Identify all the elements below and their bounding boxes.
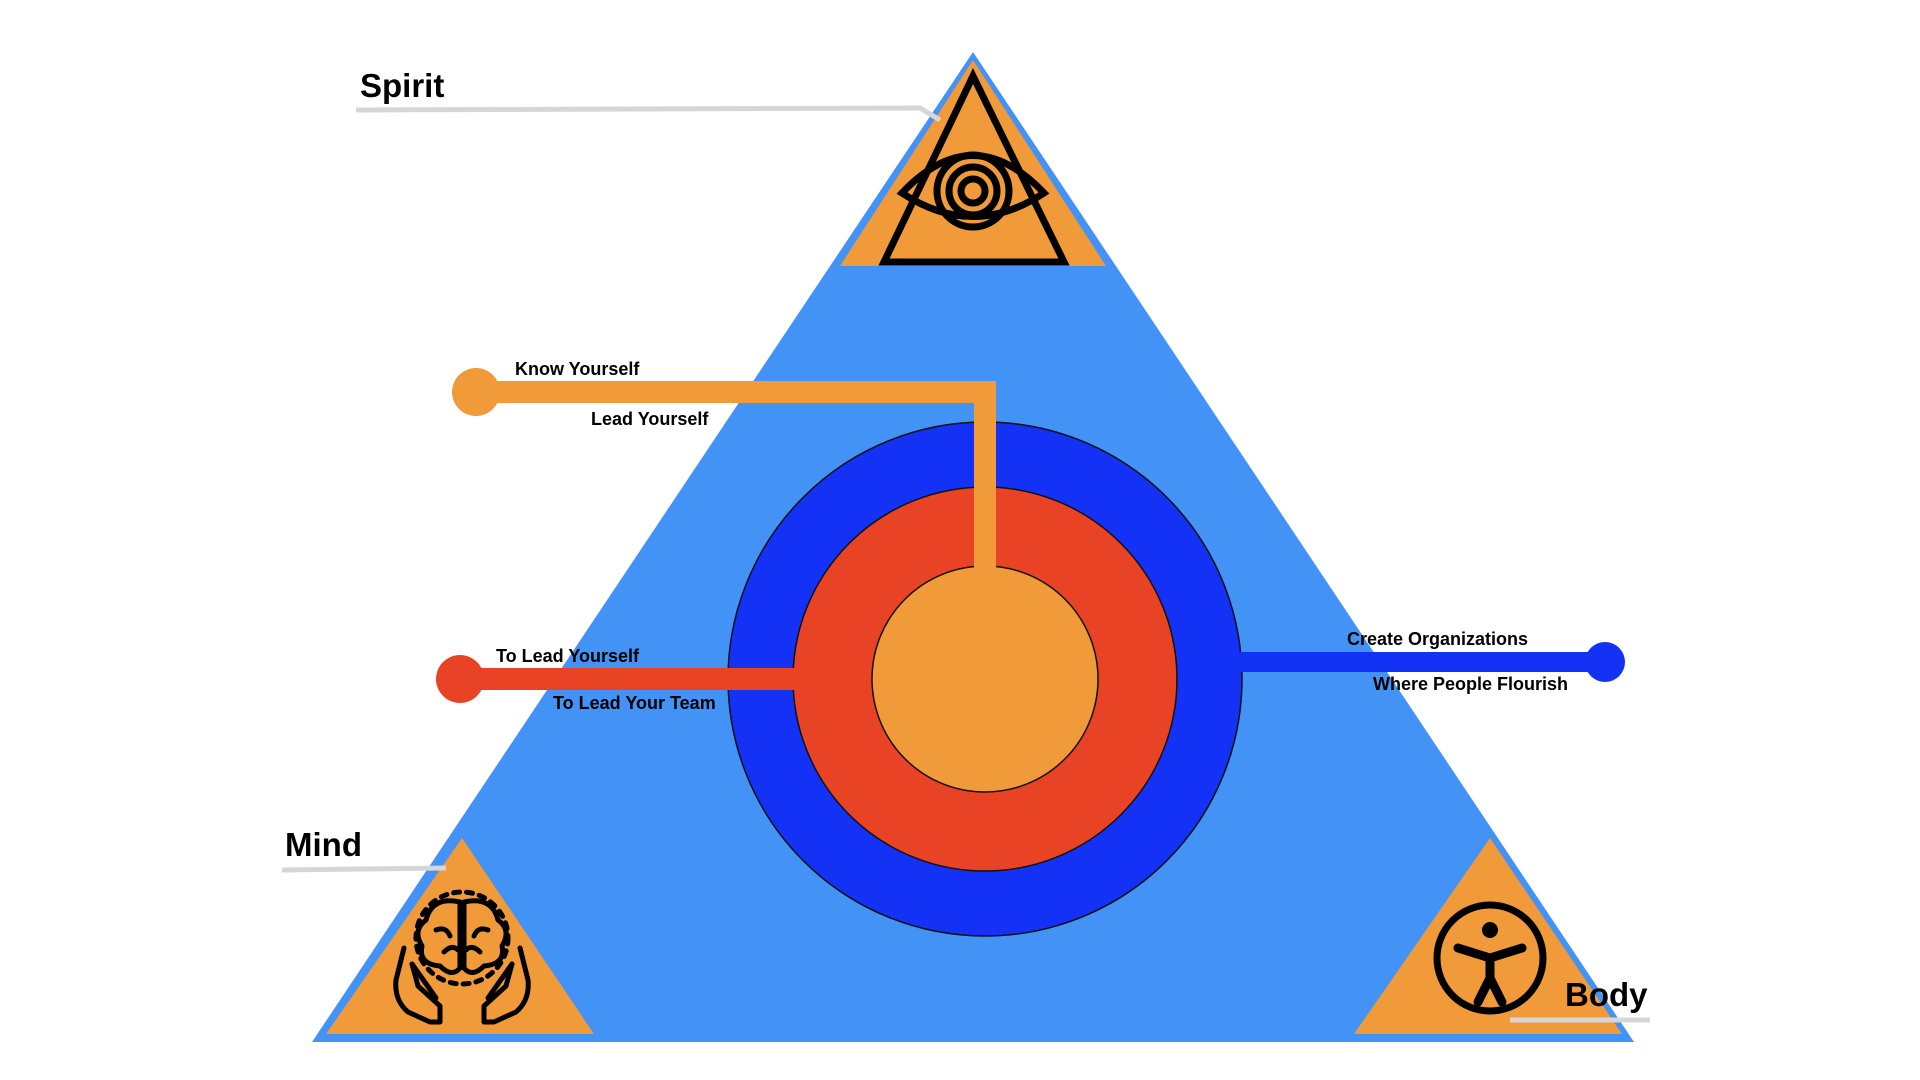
- lead-yourself-label: Lead Yourself: [591, 409, 709, 429]
- to-lead-your-team-label: To Lead Your Team: [553, 693, 716, 713]
- know-yourself-label: Know Yourself: [515, 359, 640, 379]
- lead-team-dot: [436, 655, 484, 703]
- spirit-corner-triangle: [840, 60, 1106, 266]
- mind-leader-line: [281, 865, 447, 873]
- know-yourself-connector: [476, 381, 996, 572]
- where-people-flourish-label: Where People Flourish: [1373, 674, 1568, 694]
- person-in-circle-icon: [1433, 901, 1547, 1015]
- inner-circle: [871, 565, 1099, 793]
- spirit-leader-line: [355, 105, 942, 123]
- brain-in-hands-icon: [393, 889, 531, 1025]
- mind-label: Mind: [285, 826, 362, 863]
- organizations-dot: [1585, 642, 1625, 682]
- to-lead-yourself-label: To Lead Yourself: [496, 646, 640, 666]
- know-yourself-dot: [452, 368, 500, 416]
- create-organizations-label: Create Organizations: [1347, 629, 1528, 649]
- body-label: Body: [1565, 976, 1648, 1013]
- spirit-label: Spirit: [360, 67, 444, 104]
- eye-in-triangle-icon: [878, 67, 1070, 266]
